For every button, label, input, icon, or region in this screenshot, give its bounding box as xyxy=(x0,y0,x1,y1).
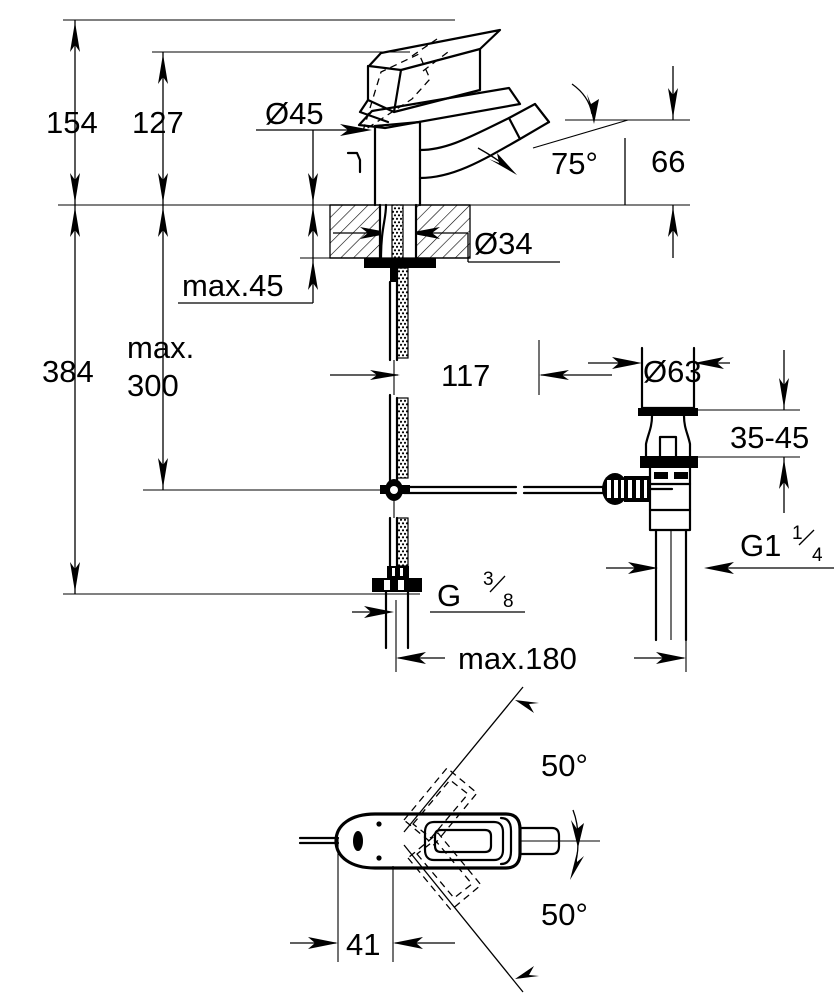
dimension-max-180: max.180 xyxy=(395,540,687,676)
supply-connector xyxy=(372,578,422,650)
lever-ghost-plan-upper xyxy=(403,767,478,846)
dimension-angle-50-lower: 50° xyxy=(403,842,588,993)
dimension-41-label: 41 xyxy=(346,927,380,962)
dimension-diameter-34-label: Ø34 xyxy=(474,226,533,261)
supply-hose-lower xyxy=(387,501,409,578)
dimension-66-label: 66 xyxy=(651,144,685,179)
dimension-41: 41 xyxy=(290,838,455,962)
plan-view: 50° 50° xyxy=(290,686,600,993)
dimension-max-300: max. 300 xyxy=(127,205,194,490)
spout-arm xyxy=(418,102,551,180)
dimension-66: 66 xyxy=(651,66,685,258)
dimension-154: 154 xyxy=(46,20,98,205)
dimension-max-45: max.45 xyxy=(178,205,318,304)
dimension-127-label: 127 xyxy=(132,105,184,140)
lever-raised xyxy=(358,28,502,124)
dimension-diameter-45: Ø45 xyxy=(256,96,372,205)
dimension-384-label: 384 xyxy=(42,354,94,389)
dimension-supply-thread-denominator: 8 xyxy=(503,591,514,612)
dimension-117-label: 117 xyxy=(441,358,490,393)
lever-closed xyxy=(357,86,522,130)
dimension-diameter-63: Ø63 xyxy=(588,348,730,397)
dimension-angle-75-label: 75° xyxy=(551,146,598,181)
dimension-waste-thread-prefix: G1 xyxy=(740,528,781,563)
dimension-diameter-45-label: Ø45 xyxy=(265,96,324,131)
dimension-angle-50-upper: 50° xyxy=(403,686,588,848)
popup-pull-rod xyxy=(402,485,626,495)
popup-waste-assembly xyxy=(602,346,698,642)
faucet-body-plan xyxy=(298,812,600,870)
dimension-angle-50-upper-label: 50° xyxy=(541,748,588,783)
dimension-max-300-label-line1: max. xyxy=(127,330,194,365)
dimension-35-45-label: 35-45 xyxy=(730,420,809,455)
lever-ghost-plan-lower xyxy=(407,832,482,911)
dimension-supply-thread-prefix: G xyxy=(437,578,461,613)
dimension-127: 127 xyxy=(132,52,184,205)
dimension-117: 117 xyxy=(330,340,612,395)
faucet-body-elevation xyxy=(329,28,626,650)
dimension-supply-thread-numerator: 3 xyxy=(483,569,494,590)
dimension-waste-thread-denominator: 4 xyxy=(812,545,823,566)
dimension-154-label: 154 xyxy=(46,105,98,140)
dimension-waste-thread: G1 1 4 xyxy=(606,523,834,574)
popup-rod-junction xyxy=(380,479,410,501)
dimension-angle-75: 75° xyxy=(477,83,629,205)
dimension-max-45-label: max.45 xyxy=(182,268,284,303)
dimension-384: 384 xyxy=(42,205,94,594)
dimension-diameter-63-label: Ø63 xyxy=(643,354,702,389)
dimension-angle-50-lower-label: 50° xyxy=(541,897,588,932)
dimension-supply-thread: G 3 8 xyxy=(352,569,525,618)
dimension-waste-thread-numerator: 1 xyxy=(792,523,803,544)
supply-hose-middle xyxy=(388,360,409,484)
faucet-column xyxy=(373,120,422,207)
waste-ball-joint xyxy=(602,473,650,505)
supply-hose-upper xyxy=(388,266,409,362)
dimension-35-45: 35-45 xyxy=(694,350,809,513)
dimension-max-180-label: max.180 xyxy=(458,641,577,676)
dimension-max-300-label-line2: 300 xyxy=(127,368,179,403)
